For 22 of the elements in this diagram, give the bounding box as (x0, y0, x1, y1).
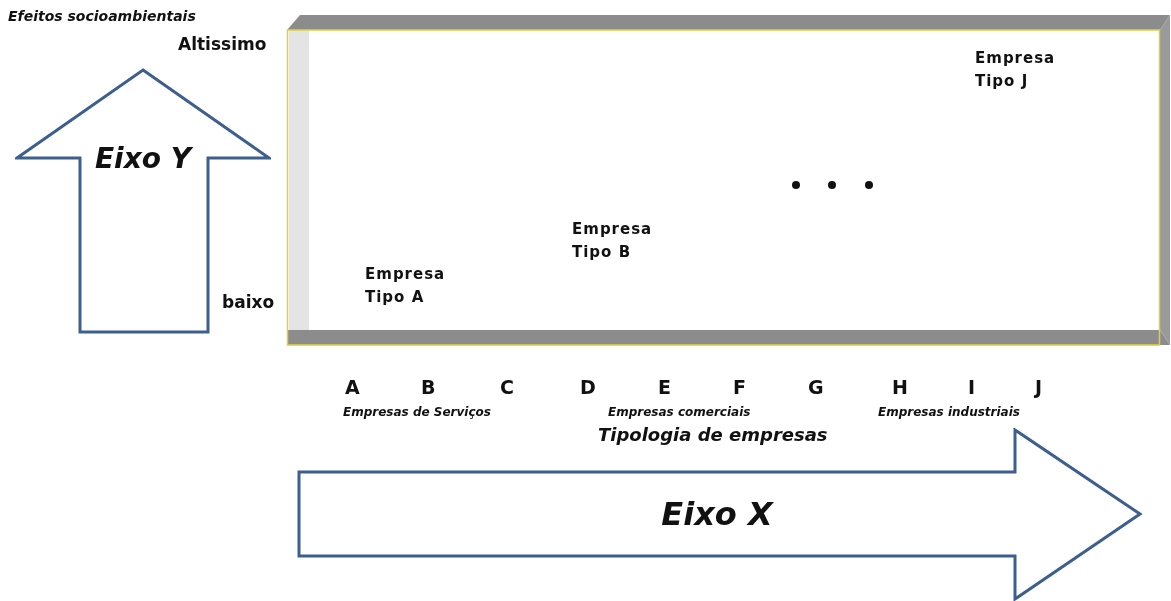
category-letter: C (500, 376, 514, 398)
company-label: Empresa Tipo J (975, 48, 1057, 93)
category-label: Empresas de Serviços (343, 405, 491, 419)
axis-title: Efeitos socioambientais (8, 8, 196, 24)
category-letter: A (345, 376, 360, 398)
category-letter: I (968, 376, 976, 398)
axis-title: Tipologia de empresas (598, 424, 828, 445)
category-label: Empresas industriais (878, 405, 1020, 419)
axis-label: Eixo Y (95, 141, 191, 175)
company-label: Empresa Tipo A (365, 264, 447, 309)
category-label: Empresas comerciais (608, 405, 751, 419)
category-letter: E (658, 376, 671, 398)
category-letter: F (733, 376, 746, 398)
scale-label: baixo (222, 292, 275, 312)
category-letter: D (580, 376, 596, 398)
scale-label: Altissimo (178, 34, 267, 54)
company-label: Empresa Tipo B (572, 219, 654, 264)
axis-label: Eixo X (661, 495, 773, 533)
category-letter: G (808, 376, 824, 398)
category-letter: B (421, 376, 436, 398)
category-letter: J (1035, 376, 1043, 398)
category-letter: H (892, 376, 908, 398)
